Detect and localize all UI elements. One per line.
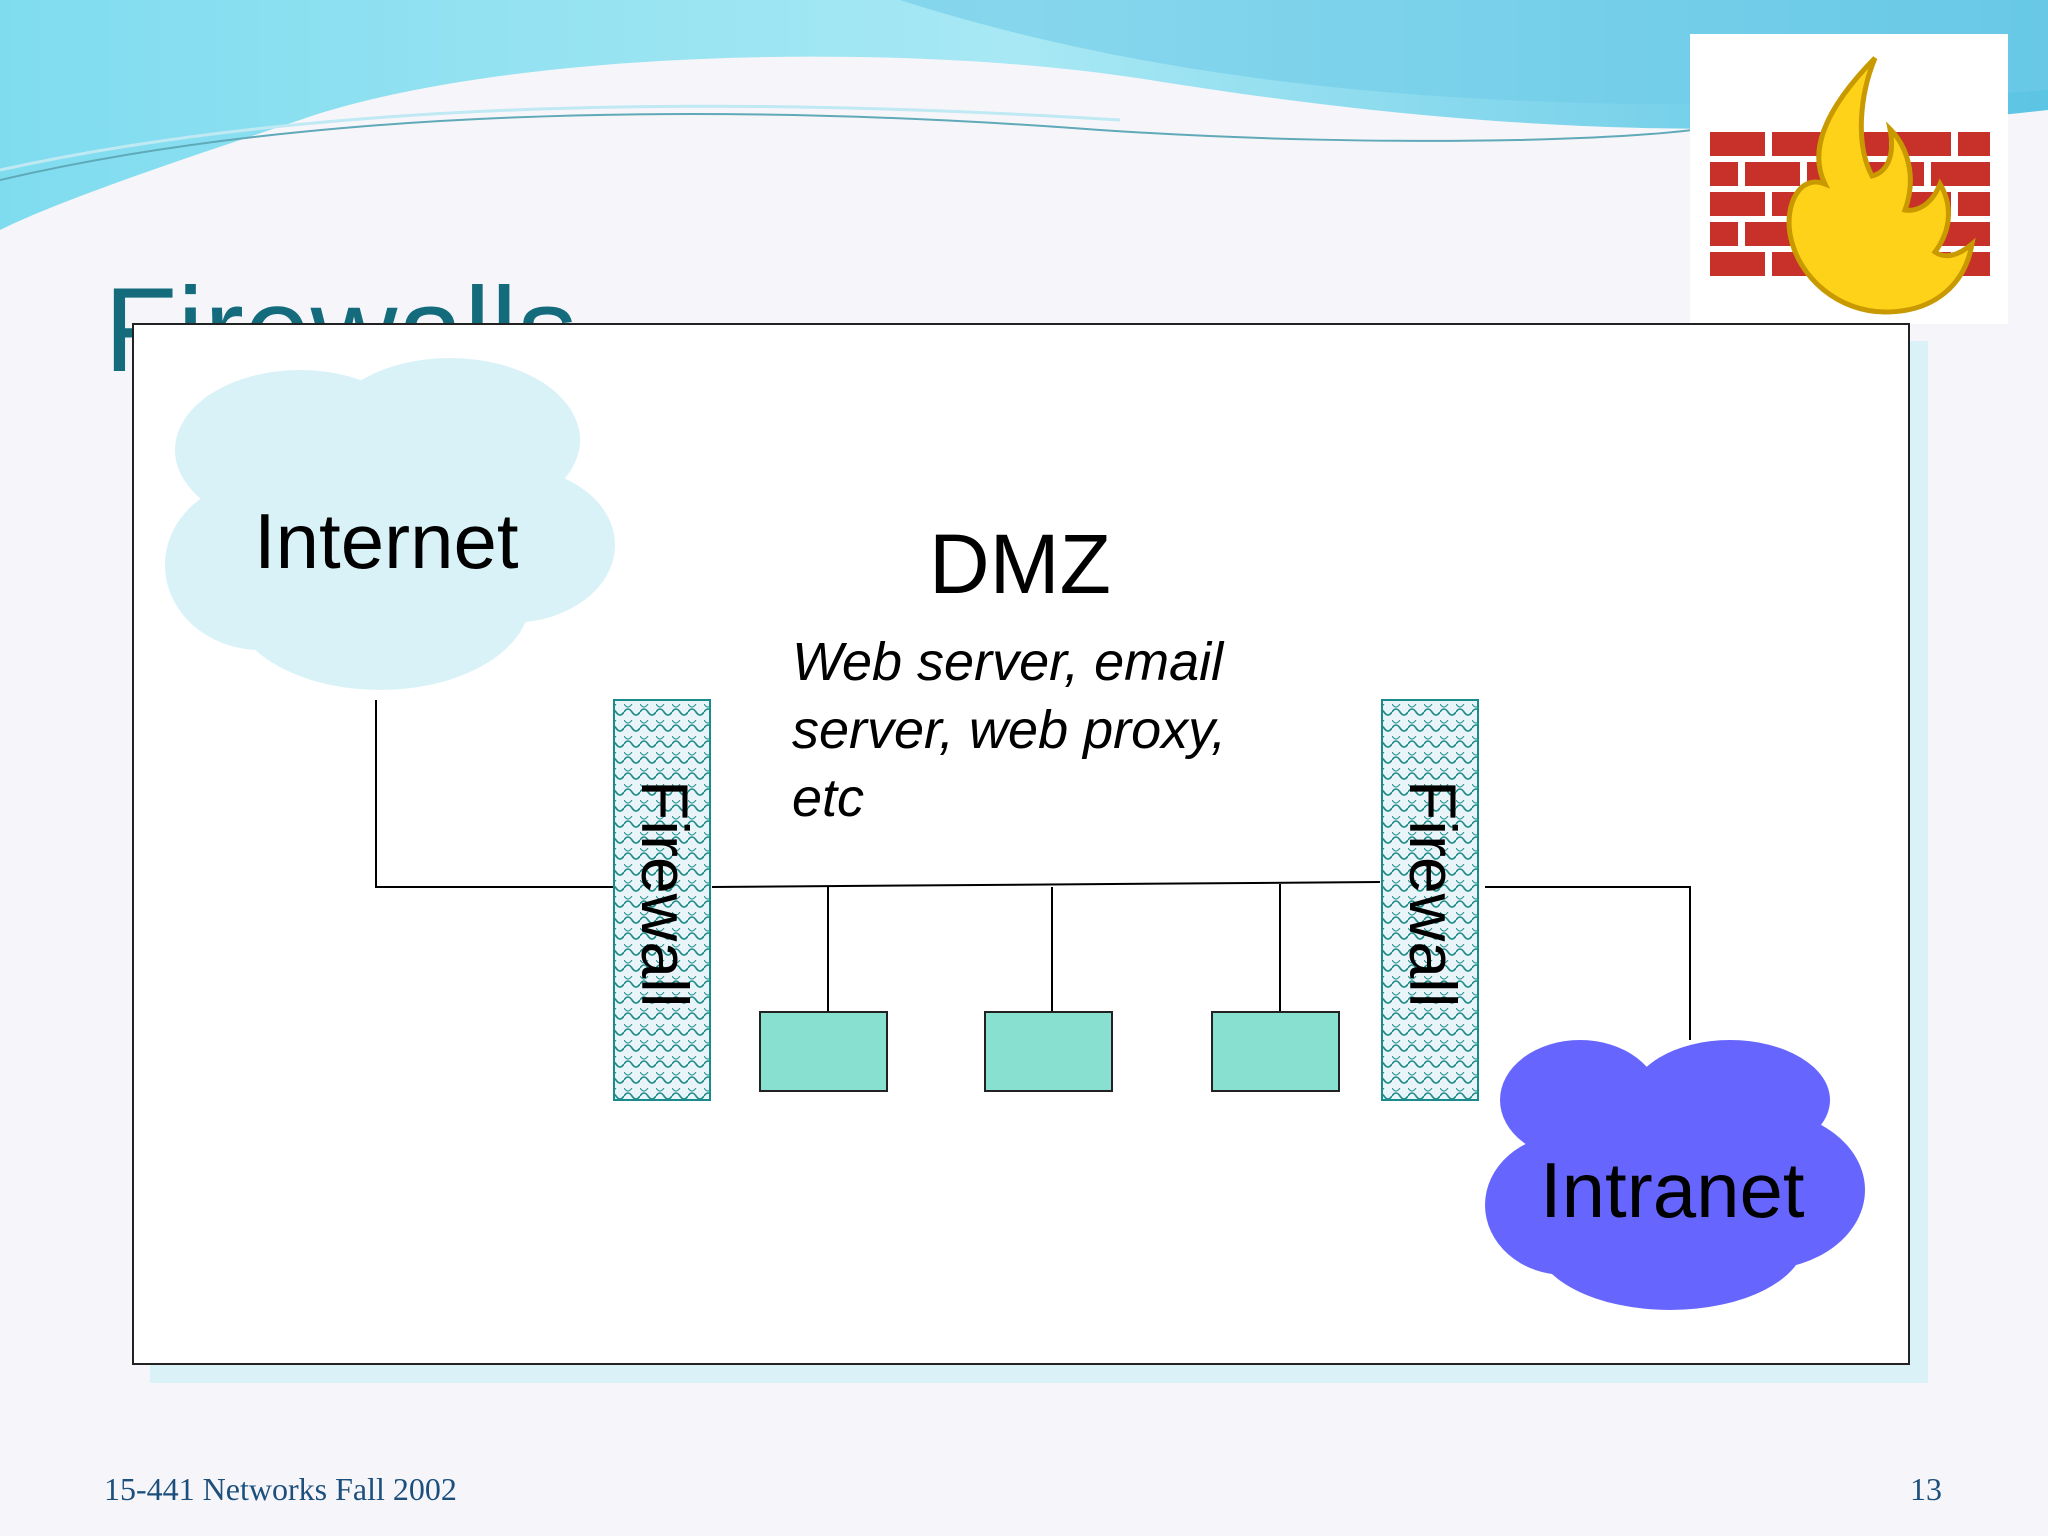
dmz-description-line: etc	[792, 768, 865, 828]
dmz-description-line: Web server, email	[792, 632, 1224, 692]
firewall-right	[1381, 699, 1479, 1101]
network-links	[375, 700, 1691, 1040]
firewall-right-label: Firewall	[1396, 780, 1470, 1008]
internet-cloud	[165, 358, 615, 690]
intranet-label: Intranet	[1540, 1146, 1805, 1234]
page-number: 13	[1910, 1471, 1942, 1507]
dmz-server-1	[759, 1011, 888, 1092]
firewall-left-label: Firewall	[628, 780, 702, 1008]
firewall-left	[613, 699, 711, 1101]
intranet-cloud	[1485, 1040, 1865, 1310]
dmz-server-3	[1211, 1011, 1340, 1092]
dmz-description-line: server, web proxy,	[792, 700, 1227, 760]
dmz-server-2	[984, 1011, 1113, 1092]
footer-course-label: 15-441 Networks Fall 2002	[104, 1471, 457, 1507]
dmz-description: Web server, email server, web proxy, etc	[792, 628, 1312, 832]
dmz-label: DMZ	[929, 517, 1111, 611]
internet-label: Internet	[254, 497, 519, 585]
brick-wall-fire-icon	[1690, 34, 2008, 324]
